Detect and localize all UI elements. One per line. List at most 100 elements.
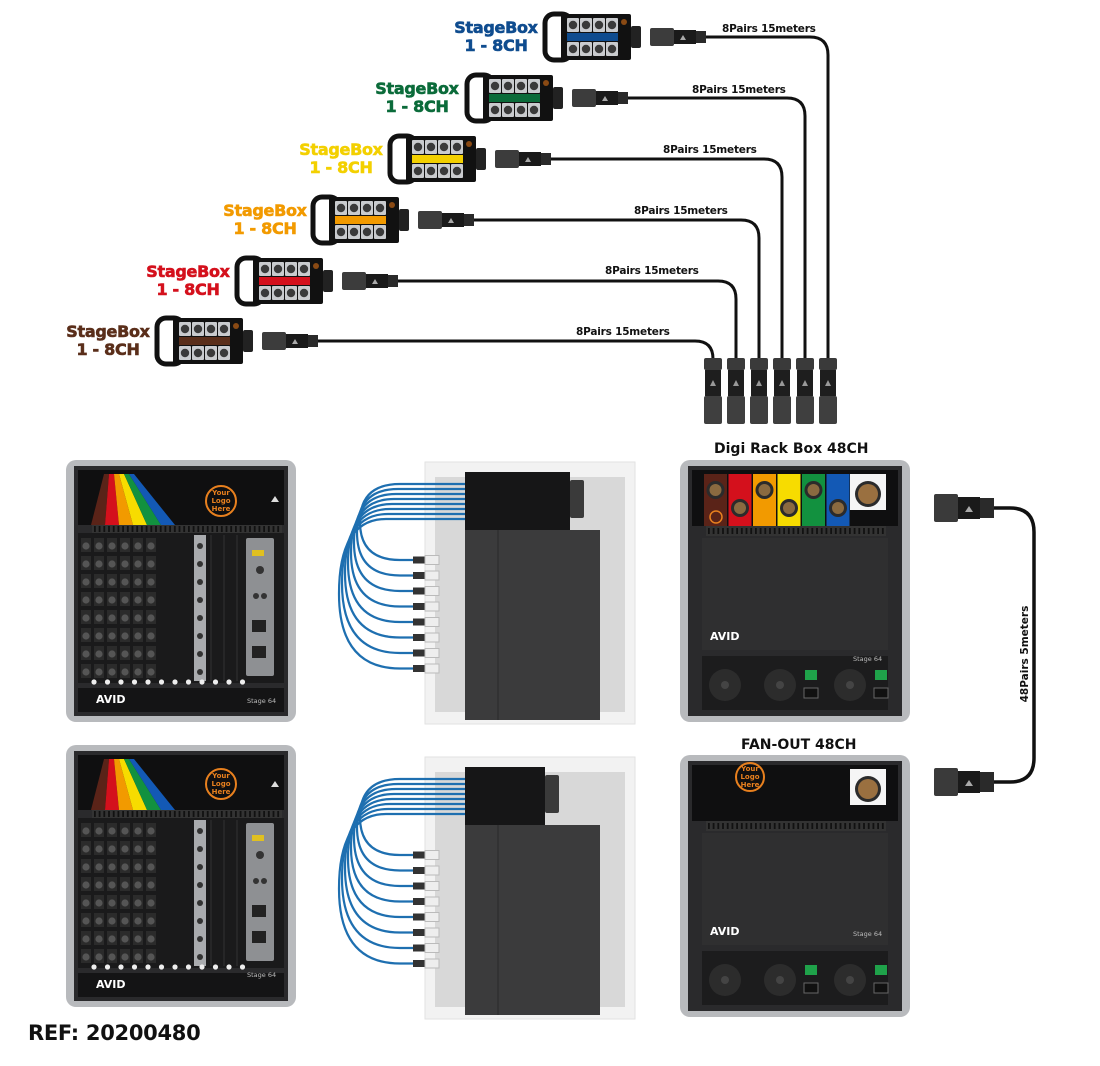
connector-grip: [773, 396, 791, 424]
xlr-socket-icon: [529, 105, 539, 115]
vent-slot: [249, 526, 251, 532]
link-cable: [934, 494, 1036, 796]
vent-slot: [740, 823, 743, 829]
xlr-plug: [413, 867, 425, 874]
xlr-socket-icon: [121, 614, 129, 622]
cable-label-1: 8Pairs 15meters: [722, 23, 816, 35]
xlr-plug: [413, 851, 425, 859]
vent-slot: [834, 823, 837, 829]
vent-slot: [797, 528, 800, 534]
bnc-icon: [253, 593, 259, 599]
vent-slot: [778, 528, 781, 534]
xlr-socket-icon: [413, 142, 423, 152]
xlr-socket-icon: [180, 348, 190, 358]
plug-logo-icon: [965, 780, 973, 786]
cable-label-2: 8Pairs 15meters: [692, 84, 786, 96]
box-connector: [476, 148, 486, 170]
stage64-model-2: Stage 64: [247, 971, 277, 979]
xlr-socket-icon: [362, 203, 372, 213]
stagebox-range: 1 - 8CH: [464, 36, 528, 55]
vent-slot: [769, 528, 771, 534]
xlr-plug-body: [424, 896, 440, 907]
vent-slot: [722, 823, 724, 829]
channel-color-strip: [412, 155, 463, 163]
connector-grip: [796, 396, 814, 424]
aes-connector-icon: [197, 882, 203, 888]
fan-hub: [846, 976, 854, 984]
xlr-socket-icon: [219, 348, 229, 358]
link-cable-line: [994, 506, 1036, 784]
aes-connector-icon: [197, 615, 203, 621]
fanout-tail-cable: [349, 792, 465, 903]
xlr-socket-icon: [413, 166, 423, 176]
plug-nut: [696, 31, 706, 43]
stagebox-label-6: StageBox 1 - 8CH: [58, 322, 158, 359]
socket-pins: [758, 484, 771, 496]
xlr-socket-icon: [82, 881, 90, 889]
vent-slot: [258, 811, 261, 817]
xlr-socket-icon: [273, 288, 283, 298]
fan-hub: [776, 976, 784, 984]
iec-inlet-icon: [873, 982, 889, 994]
brand-dot-icon: [313, 263, 319, 269]
xlr-socket-icon: [134, 632, 142, 640]
connector-nut: [819, 358, 837, 370]
xlr-socket-icon: [375, 227, 385, 237]
xlr-socket-icon: [206, 348, 216, 358]
stagebox-name: StageBox: [375, 79, 459, 98]
vent-slot: [858, 823, 861, 829]
vent-slot: [830, 528, 832, 534]
xlr-socket-icon: [121, 542, 129, 550]
xlr-socket-icon: [336, 227, 346, 237]
indicator-led: [185, 964, 192, 970]
aes-connector-icon: [197, 579, 203, 585]
xlr-socket-icon: [180, 324, 190, 334]
channel-color-strip: [567, 33, 618, 41]
channel-color-strip: [259, 277, 310, 285]
socket-pins: [807, 484, 820, 496]
vent-slot: [792, 528, 795, 534]
stage64-rack-1: AVID: [66, 460, 296, 722]
connector-grip: [750, 396, 768, 424]
xlr-socket-icon: [82, 578, 90, 586]
connector-logo-icon: [710, 380, 716, 386]
snake-cable: [474, 218, 761, 362]
xlr-socket-icon: [147, 614, 155, 622]
stagebox-5: [234, 255, 738, 362]
vent-slot: [717, 823, 720, 829]
indicator-led: [91, 679, 97, 685]
xlr-socket-icon: [260, 288, 270, 298]
stagebox-name: StageBox: [454, 18, 538, 37]
cable-label-6: 8Pairs 15meters: [576, 326, 670, 338]
vent-strip: [706, 821, 886, 831]
xlr-socket-icon: [82, 899, 90, 907]
color-fan-stripe: [129, 759, 175, 810]
xlr-socket-icon: [121, 935, 129, 943]
brand-dot-icon: [543, 80, 549, 86]
xlr-socket-icon: [503, 105, 513, 115]
bnc-icon: [261, 593, 267, 599]
mini-logo-icon: [709, 510, 723, 524]
vent-slot: [712, 528, 715, 534]
power-switch-icon: [805, 670, 817, 680]
xlr-socket-icon: [108, 953, 116, 961]
connector-nut: [750, 358, 768, 370]
side-view-rack-1: [337, 461, 636, 725]
xlr-socket-icon: [147, 917, 155, 925]
fanout-tail-cable: [352, 787, 465, 888]
vent-slot: [867, 823, 870, 829]
brand-dot-icon: [389, 202, 395, 208]
xlr-socket-icon: [95, 560, 103, 568]
connector-block: [465, 767, 545, 825]
vent-slot: [122, 526, 124, 532]
stagebox-1: [542, 11, 830, 362]
stagebox-2: [464, 72, 807, 362]
xlr-plug: [413, 649, 425, 657]
control-card: [246, 538, 274, 676]
indicator-led: [145, 964, 151, 970]
vent-slot: [708, 823, 710, 829]
aes-connector-icon: [197, 651, 203, 657]
xlr-socket-icon: [121, 917, 129, 925]
xlr-socket-icon: [95, 650, 103, 658]
vent-slot: [736, 823, 738, 829]
